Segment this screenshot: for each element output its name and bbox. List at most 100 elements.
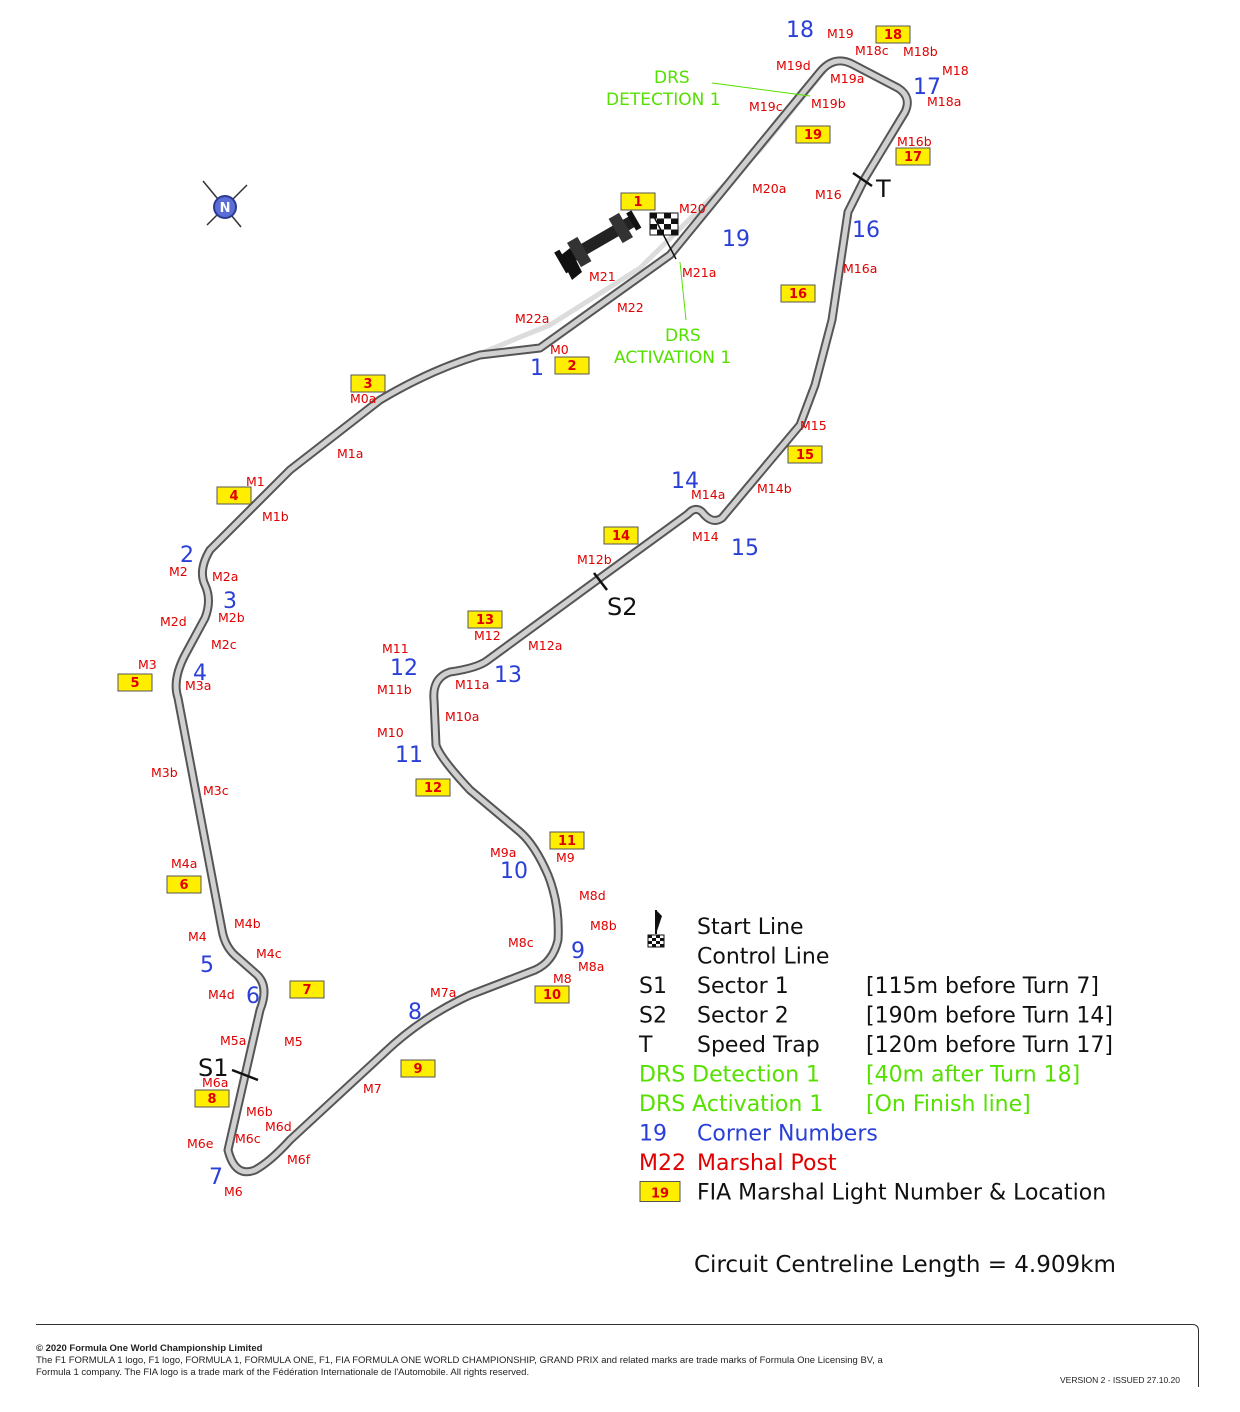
marshal-post: M1a <box>337 446 363 461</box>
marshal-light: 7 <box>289 980 325 999</box>
legend-label: Corner Numbers <box>697 1122 878 1147</box>
footer-line-2: Formula 1 company. The FIA logo is a tra… <box>36 1367 530 1378</box>
marshal-post: M11a <box>455 677 489 692</box>
north-compass-icon: N <box>202 180 248 228</box>
footer-copyright: © 2020 Formula One World Championship Li… <box>36 1343 263 1354</box>
sector-1-label: S1 <box>198 1054 229 1082</box>
marshal-light-box <box>554 356 590 375</box>
marshal-post: M6d <box>265 1119 292 1134</box>
corner-number: 16 <box>852 218 880 243</box>
marshal-post: M22 <box>617 300 644 315</box>
marshal-light: 4 <box>216 486 252 505</box>
legend-note: [120m before Turn 17] <box>866 1033 1113 1058</box>
marshal-post: M10a <box>445 709 479 724</box>
legend-label: DRS Activation 1 <box>639 1092 823 1117</box>
marshal-light-box <box>400 1059 436 1078</box>
marshal-post: M18a <box>927 94 961 109</box>
marshal-light: 15 <box>787 445 823 464</box>
marshal-post: M22a <box>515 311 549 326</box>
marshal-light: 6 <box>166 875 202 894</box>
marshal-light-box <box>289 980 325 999</box>
marshal-post: M12b <box>577 552 612 567</box>
marshal-post: M2b <box>218 610 245 625</box>
marshal-post: M4 <box>188 929 207 944</box>
marshal-light-number: 3 <box>363 377 372 392</box>
drs-detection-label-1: DRS <box>654 68 690 88</box>
marshal-light-number: 12 <box>424 781 442 796</box>
marshal-post: M4b <box>234 916 261 931</box>
legend-start-line-icon <box>656 910 662 934</box>
corner-number: 15 <box>731 536 759 561</box>
marshal-post: M11 <box>382 641 409 656</box>
marshal-post: M4a <box>171 856 197 871</box>
marshal-post: M18c <box>855 43 889 58</box>
corner-number: 11 <box>395 743 423 768</box>
legend-label: Sector 1 <box>697 974 789 999</box>
marshal-light-box <box>780 284 816 303</box>
marshal-light-box <box>620 192 656 211</box>
marshal-post: M2d <box>160 614 187 629</box>
corner-number: 1 <box>530 356 544 381</box>
marshal-post: M16b <box>897 134 932 149</box>
marshal-light-box <box>415 778 451 797</box>
legend-label: Sector 2 <box>697 1004 789 1029</box>
marshal-light: 13 <box>467 610 503 629</box>
marshal-light-box <box>194 1089 230 1108</box>
marshal-light-box <box>787 445 823 464</box>
marshal-post: M12 <box>474 628 501 643</box>
corner-number: 9 <box>571 939 585 964</box>
marshal-post: M12a <box>528 638 562 653</box>
circuit-length: Circuit Centreline Length = 4.909km <box>694 1252 1116 1278</box>
marshal-post: M1b <box>262 509 289 524</box>
marshal-post: M19b <box>811 96 846 111</box>
marshal-light-box <box>216 486 252 505</box>
marshal-light-number: 14 <box>612 529 630 544</box>
corner-number: 19 <box>722 227 750 252</box>
footer-frame <box>36 1324 1199 1387</box>
marshal-light-box <box>895 147 931 166</box>
marshal-post: M10 <box>377 725 404 740</box>
marshal-post: M0a <box>350 391 376 406</box>
marshal-light: 9 <box>400 1059 436 1078</box>
marshal-post: M7 <box>363 1081 382 1096</box>
marshal-post: M5a <box>220 1033 246 1048</box>
marshal-light-number: 16 <box>789 287 807 302</box>
marshal-post: M4d <box>208 987 235 1002</box>
marshal-post: M9 <box>556 850 575 865</box>
marshal-light-number: 2 <box>567 359 576 374</box>
corner-number: 14 <box>671 469 699 494</box>
legend-control-line-flag-icon <box>647 934 665 948</box>
marshal-light: 5 <box>117 673 153 692</box>
marshal-light-number: 11 <box>558 834 576 849</box>
marshal-light: 12 <box>415 778 451 797</box>
marshal-post: M19c <box>749 99 783 114</box>
footer-line-1: The F1 FORMULA 1 logo, F1 logo, FORMULA … <box>36 1355 883 1366</box>
marshal-light: 19 <box>795 125 831 144</box>
corner-number: 4 <box>193 661 207 686</box>
marshal-light-number: 5 <box>130 676 139 691</box>
marshal-light: 2 <box>554 356 590 375</box>
speed-trap-tick <box>852 171 873 188</box>
marshal-light: 11 <box>549 831 585 850</box>
marshal-light-number: 18 <box>884 28 902 43</box>
marshal-light-box <box>875 25 911 44</box>
marshal-post: M14 <box>692 529 719 544</box>
marshal-light-number: 19 <box>804 128 822 143</box>
marshal-post: M4c <box>256 946 282 961</box>
marshal-post: M6c <box>235 1131 261 1146</box>
marshal-post: M18 <box>942 63 969 78</box>
marshal-post: M16a <box>843 261 877 276</box>
marshal-post: M3 <box>138 657 157 672</box>
corner-number: 5 <box>200 953 214 978</box>
marshal-post: M3a <box>185 678 211 693</box>
legend-note: [40m after Turn 18] <box>866 1063 1080 1088</box>
marshal-post: M14b <box>757 481 792 496</box>
marshal-light-box <box>603 526 639 545</box>
corner-number: 2 <box>180 543 194 568</box>
marshal-post: M3c <box>203 783 229 798</box>
marshal-post: M20a <box>752 181 786 196</box>
corner-number: 7 <box>209 1165 223 1190</box>
